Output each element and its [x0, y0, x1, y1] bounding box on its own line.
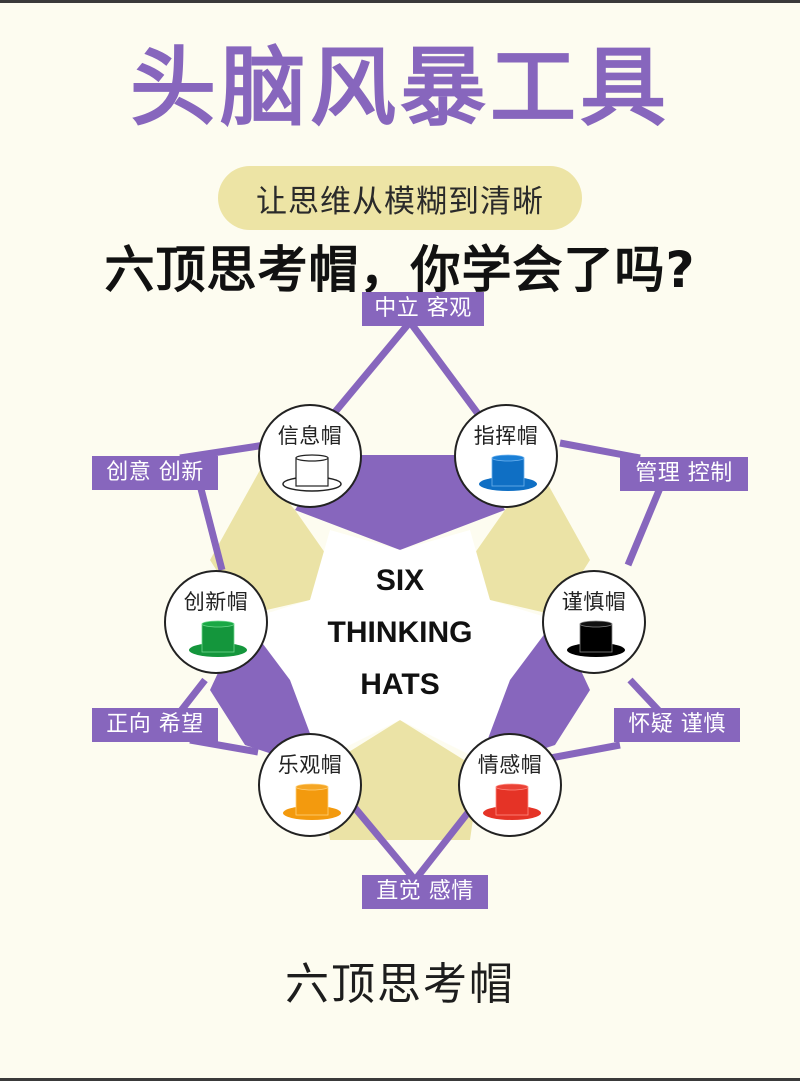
keyword-tag-management: 管理 控制	[620, 457, 748, 491]
center-line-2: THINKING	[327, 616, 473, 649]
keyword-tag-innovation: 创意 创新	[92, 456, 218, 490]
hat-label: 情感帽	[477, 753, 543, 777]
keyword-tag-positive: 正向 希望	[92, 708, 218, 742]
green-hat-icon	[189, 620, 247, 657]
subtitle-text: 让思维从模糊到清晰	[256, 183, 544, 220]
keyword-label: 怀疑 谨慎	[628, 712, 726, 737]
center-line-3: HATS	[360, 668, 440, 701]
keyword-label: 中立 客观	[374, 296, 472, 321]
hat-control: 指挥帽	[454, 404, 558, 508]
keyword-label: 直觉 感情	[376, 879, 474, 904]
hat-information: 信息帽	[258, 404, 362, 508]
hat-caution: 谨慎帽	[542, 570, 646, 674]
hat-creativity: 创新帽	[164, 570, 268, 674]
bottom-caption: 六顶思考帽	[285, 959, 515, 1010]
headline: 六顶思考帽，你学会了吗?	[104, 241, 696, 299]
hat-label: 指挥帽	[473, 424, 539, 448]
keyword-label: 正向 希望	[106, 712, 204, 737]
hat-label: 谨慎帽	[561, 590, 627, 614]
keyword-tag-neutral: 中立 客观	[362, 292, 484, 326]
keyword-tag-intuition: 直觉 感情	[362, 875, 488, 909]
blue-hat-icon	[479, 454, 537, 491]
subtitle-pill: 让思维从模糊到清晰	[218, 166, 582, 230]
hat-emotion: 情感帽	[458, 733, 562, 837]
center-line-1: SIX	[375, 564, 425, 597]
page-title: 头脑风暴工具	[130, 37, 670, 138]
hat-optimism: 乐观帽	[258, 733, 362, 837]
hat-label: 创新帽	[183, 590, 249, 614]
white-hat-icon	[282, 454, 342, 492]
keyword-label: 管理 控制	[635, 461, 733, 486]
keyword-label: 创意 创新	[106, 460, 204, 485]
hat-label: 信息帽	[277, 424, 343, 448]
hat-label: 乐观帽	[277, 753, 343, 777]
yellow-hat-icon	[283, 783, 341, 820]
red-hat-icon	[483, 783, 541, 820]
keyword-tag-doubt: 怀疑 谨慎	[614, 708, 740, 742]
center-title: SIX THINKING HATS	[300, 555, 500, 711]
bottom-frame-border	[0, 1078, 800, 1081]
top-frame-border	[0, 0, 800, 3]
black-hat-icon	[567, 620, 625, 657]
